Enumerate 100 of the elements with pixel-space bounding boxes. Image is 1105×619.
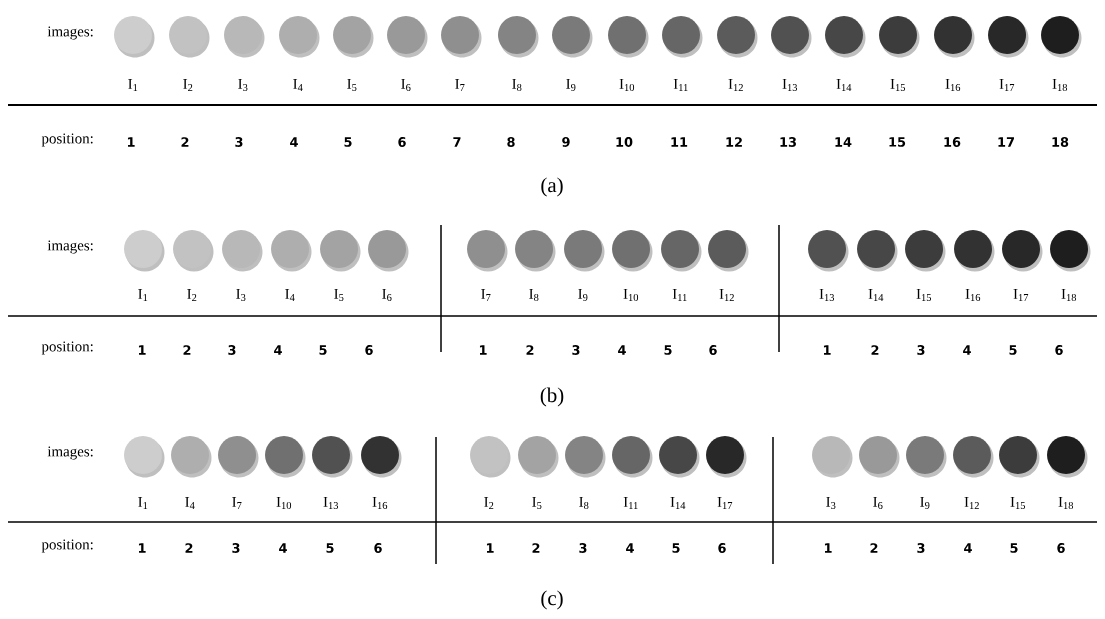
- image-circle: [265, 436, 306, 478]
- image-circle: [565, 436, 606, 478]
- panel-caption: (c): [541, 590, 563, 610]
- image-circle: [612, 436, 653, 478]
- image-label: I$_{9}$: [578, 288, 588, 301]
- image-label: I$_{2}$: [484, 497, 494, 509]
- image-label: I$_{8}$: [512, 78, 522, 91]
- position-number: 5: [1009, 345, 1017, 355]
- position-number: 4: [626, 543, 634, 553]
- image-label: I$_{5}$: [347, 78, 357, 91]
- image-circle: [279, 16, 320, 58]
- panel-caption: (b): [540, 387, 564, 407]
- position-number: 5: [319, 345, 327, 355]
- image-circle: [173, 230, 214, 272]
- position-number: 4: [963, 345, 971, 355]
- image-circle: [612, 230, 653, 272]
- position-number: 3: [572, 345, 580, 355]
- image-circle: [114, 16, 155, 58]
- image-circle: [934, 16, 975, 58]
- image-circle: [812, 436, 853, 478]
- position-number: 3: [917, 543, 925, 553]
- image-circle: [708, 230, 749, 272]
- image-circle: [333, 16, 374, 58]
- image-circle: [988, 16, 1029, 58]
- image-label: I$_{11}$: [673, 79, 688, 91]
- image-circle: [169, 16, 210, 58]
- image-label: I$_{15}$: [916, 288, 932, 301]
- image-circle: [1047, 436, 1088, 478]
- image-label: I$_{18}$: [1061, 288, 1077, 301]
- image-circle: [659, 436, 700, 478]
- image-label: I$_{18}$: [1052, 78, 1068, 91]
- image-circle: [879, 16, 920, 58]
- position-number: 11: [671, 137, 688, 147]
- image-circle: [271, 230, 312, 272]
- row-label: position:: [41, 133, 93, 147]
- image-circle: [222, 230, 263, 272]
- image-label: I$_{9}$: [920, 496, 930, 509]
- position-number: 8: [507, 137, 515, 147]
- image-label: I$_{17}$: [717, 497, 733, 509]
- row-label: images:: [47, 446, 93, 460]
- image-label: I$_{16}$: [372, 496, 388, 509]
- image-label: I$_{18}$: [1058, 496, 1074, 509]
- position-number: 4: [290, 137, 298, 147]
- image-circle: [717, 16, 758, 58]
- position-number: 3: [228, 345, 236, 355]
- image-label: I$_{6}$: [401, 78, 411, 91]
- position-number: 10: [616, 137, 633, 147]
- position-number: 6: [365, 345, 373, 355]
- position-number: 3: [235, 137, 243, 147]
- image-label: I$_{11}$: [623, 497, 638, 509]
- image-label: I$_{12}$: [728, 79, 743, 91]
- image-circle: [1041, 16, 1082, 58]
- image-circle: [361, 436, 402, 478]
- image-label: I$_{14}$: [670, 497, 686, 509]
- image-label: I$_{17}$: [999, 79, 1015, 91]
- position-number: 1: [824, 543, 832, 553]
- image-circle: [124, 230, 165, 272]
- image-circle: [441, 16, 482, 58]
- image-circle: [859, 436, 900, 478]
- image-circle: [905, 230, 946, 272]
- position-number: 3: [232, 543, 240, 553]
- row-label: images:: [47, 240, 93, 254]
- image-label: I$_{13}$: [782, 78, 798, 91]
- image-circle: [808, 230, 849, 272]
- image-label: I$_{5}$: [334, 288, 344, 301]
- image-label: I$_{17}$: [1013, 289, 1029, 301]
- image-label: I$_{6}$: [382, 288, 392, 301]
- image-label: I$_{1}$: [138, 289, 148, 301]
- image-label: I$_{14}$: [836, 79, 852, 91]
- position-number: 6: [709, 345, 717, 355]
- image-circle: [953, 436, 994, 478]
- image-label: I$_{9}$: [566, 78, 576, 91]
- position-number: 6: [374, 543, 382, 553]
- image-circle: [771, 16, 812, 58]
- position-number: 6: [1055, 345, 1063, 355]
- image-label: I$_{5}$: [532, 496, 542, 509]
- image-label: I$_{16}$: [965, 288, 981, 301]
- image-circle: [1002, 230, 1043, 272]
- image-label: I$_{7}$: [455, 79, 465, 91]
- image-circle: [387, 16, 428, 58]
- position-number: 2: [526, 345, 534, 355]
- image-circle: [498, 16, 539, 58]
- image-circle: [954, 230, 995, 272]
- image-circle: [608, 16, 649, 58]
- row-label: images:: [47, 26, 93, 40]
- image-label: I$_{1}$: [138, 497, 148, 509]
- image-circle: [218, 436, 259, 478]
- image-label: I$_{11}$: [672, 289, 687, 301]
- image-label: I$_{6}$: [873, 496, 883, 509]
- image-label: I$_{12}$: [964, 497, 979, 509]
- position-number: 2: [870, 543, 878, 553]
- image-label: I$_{13}$: [819, 288, 835, 301]
- image-label: I$_{10}$: [619, 78, 635, 91]
- image-label: I$_{15}$: [1010, 496, 1026, 509]
- position-number: 16: [944, 137, 961, 147]
- position-number: 5: [326, 543, 334, 553]
- image-circle: [368, 230, 409, 272]
- position-number: 6: [398, 137, 406, 147]
- position-number: 18: [1052, 137, 1069, 147]
- image-label: I$_{14}$: [868, 289, 884, 301]
